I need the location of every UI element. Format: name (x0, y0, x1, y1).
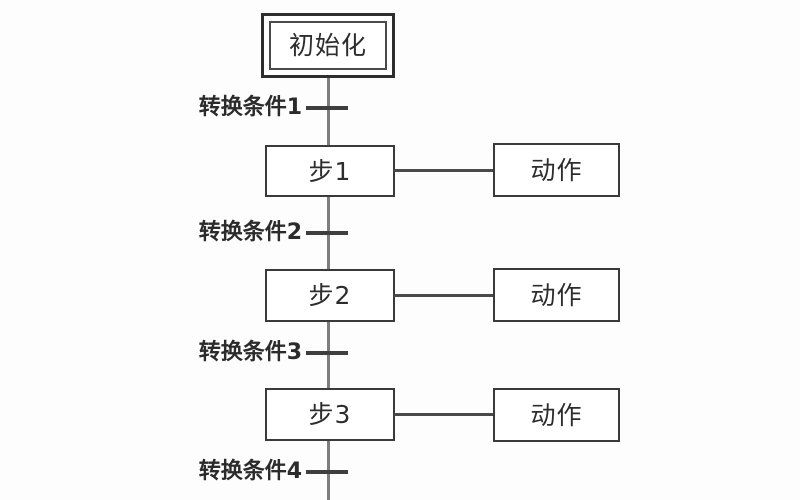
transition-tick-4 (306, 470, 348, 474)
action-box-2[interactable]: 动作 (493, 268, 620, 322)
transition-label-3: 转换条件3 (198, 340, 302, 365)
action-connector-1 (394, 169, 494, 172)
flow-line-initial-to-step1 (327, 78, 330, 145)
action-label-1: 动作 (530, 155, 583, 185)
transition-label-4: 转换条件4 (198, 459, 302, 484)
step-box-1[interactable]: 步1 (265, 145, 395, 197)
transition-label-2: 转换条件2 (198, 220, 302, 245)
initial-step-box[interactable]: 初始化 (261, 13, 395, 78)
step-label-3: 步3 (308, 400, 352, 429)
transition-label-1: 转换条件1 (198, 95, 302, 120)
initial-step-label: 初始化 (288, 31, 367, 60)
action-label-2: 动作 (530, 280, 583, 310)
action-label-3: 动作 (530, 400, 583, 430)
step-box-2[interactable]: 步2 (265, 269, 395, 322)
step-box-3[interactable]: 步3 (265, 388, 395, 441)
action-box-1[interactable]: 动作 (493, 143, 620, 197)
action-connector-2 (394, 294, 494, 297)
transition-tick-1 (306, 106, 348, 110)
transition-tick-3 (306, 351, 348, 355)
step-label-1: 步1 (308, 156, 352, 186)
action-box-3[interactable]: 动作 (493, 388, 620, 442)
flow-line-step2-to-step3 (327, 322, 330, 388)
action-connector-3 (394, 413, 494, 416)
initial-step-inner-frame: 初始化 (269, 21, 387, 70)
step-label-2: 步2 (308, 281, 352, 310)
transition-tick-2 (306, 231, 348, 235)
